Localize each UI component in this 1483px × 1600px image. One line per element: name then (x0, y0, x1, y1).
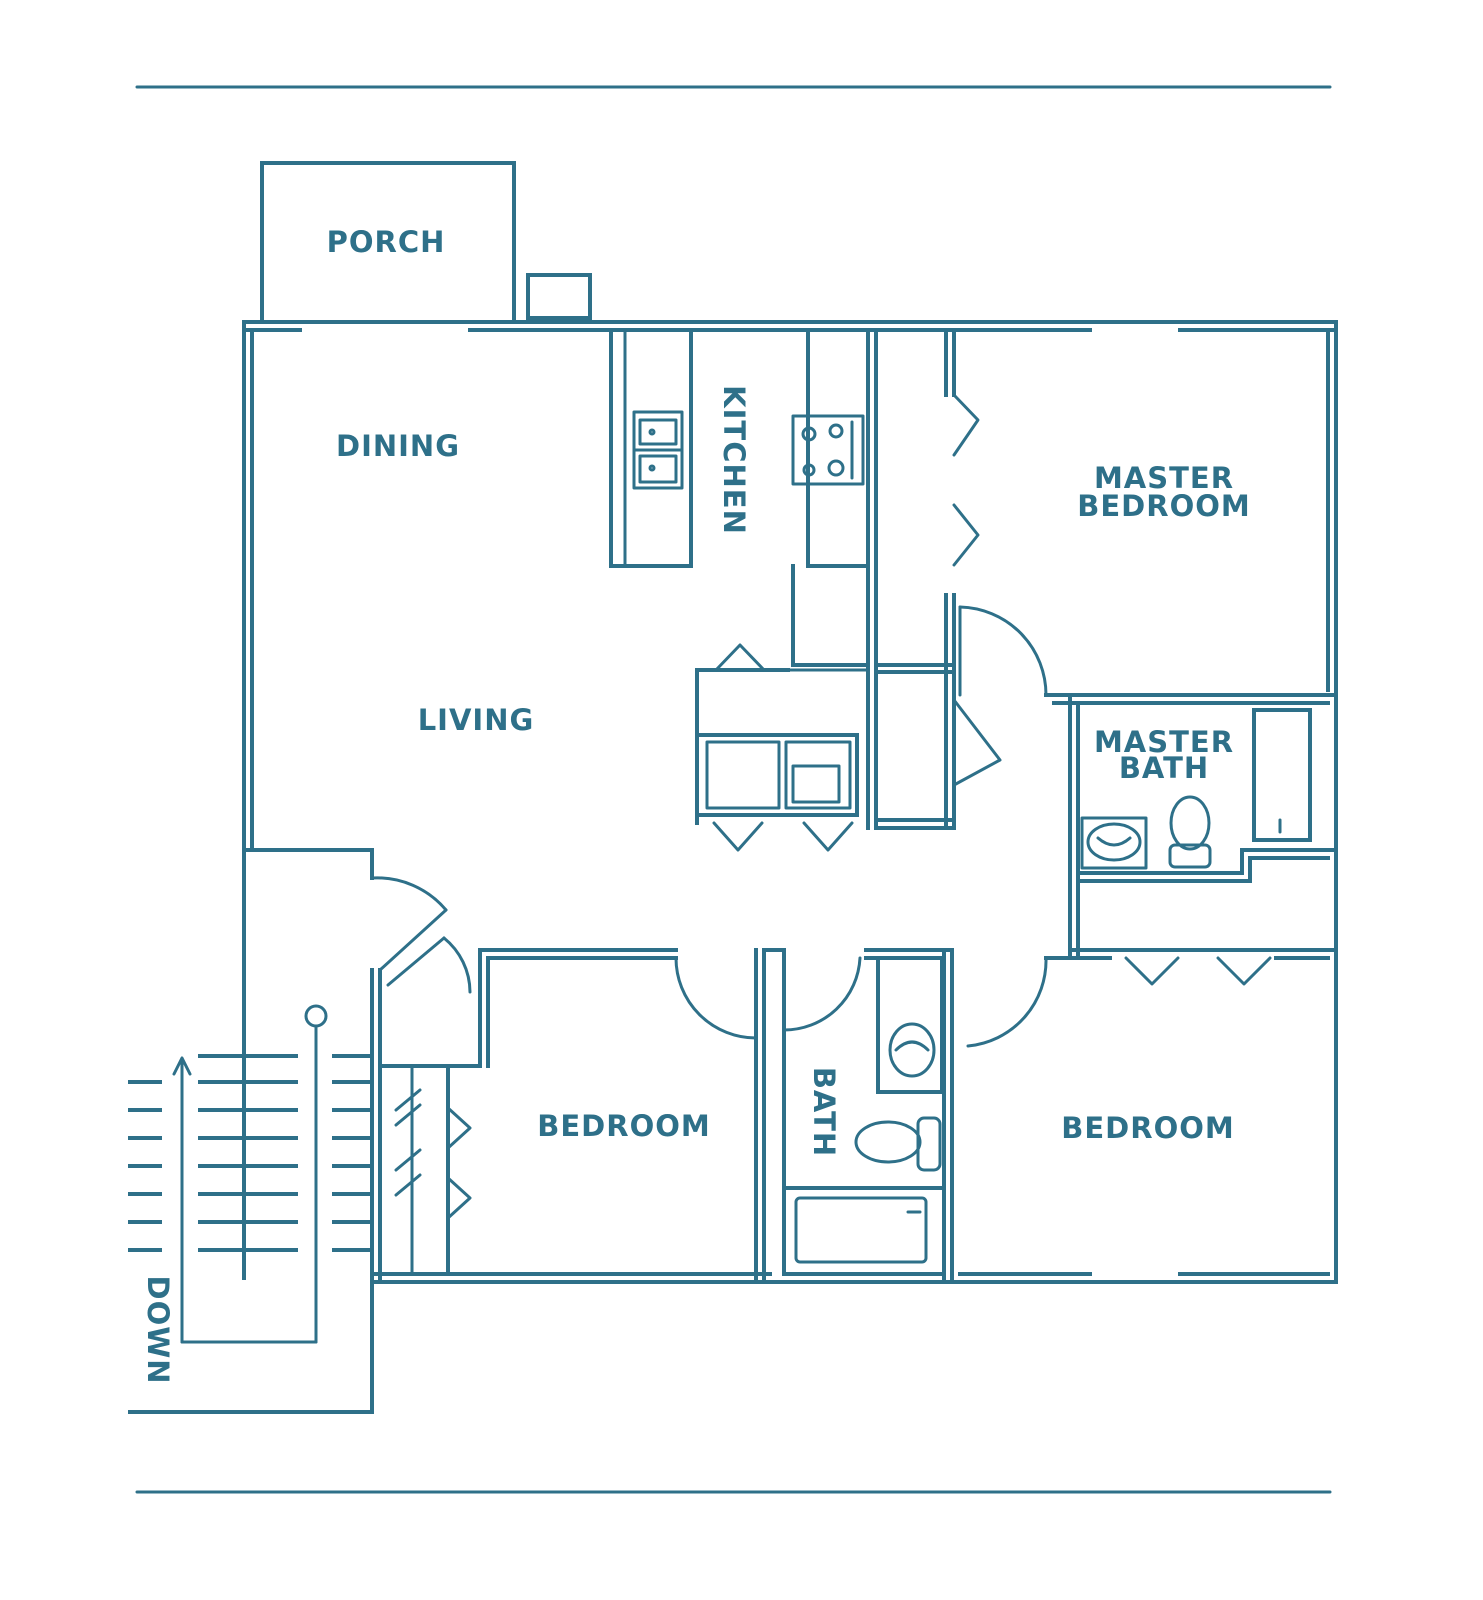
room-label-dining: DINING (336, 429, 460, 463)
room-label-master-bath-line2: BATH (1119, 751, 1209, 785)
stair-treads (128, 1054, 372, 1252)
room-label-porch: PORCH (327, 225, 446, 259)
bedroom-right (966, 948, 1338, 1048)
kitchen-fixtures (609, 328, 870, 852)
room-label-bath: BATH (807, 1067, 841, 1157)
stairs-down-label: DOWN (141, 1276, 175, 1385)
porch (260, 161, 592, 320)
page-border-lines (135, 85, 1332, 1494)
room-label-master-bedroom-line1: MASTER (1094, 461, 1234, 495)
master-bath (1044, 693, 1338, 960)
bedroom-left (394, 948, 766, 1284)
interior-walls-center (866, 328, 1048, 830)
room-label-bedroom-right: BEDROOM (1061, 1111, 1234, 1145)
entry-and-stairs: DOWN (128, 848, 482, 1414)
exterior-walls (242, 320, 1338, 1284)
room-label-bedroom-left: BEDROOM (537, 1109, 710, 1143)
room-label-master-bedroom-line2: BEDROOM (1077, 489, 1250, 523)
room-label-master-bath-line1: MASTER (1094, 725, 1234, 759)
room-label-living: LIVING (418, 703, 535, 737)
hall-bath (762, 948, 954, 1284)
room-labels: PORCH DINING KITCHEN MASTER BEDROOM LIVI… (327, 225, 1250, 1157)
room-label-kitchen: KITCHEN (717, 385, 751, 535)
